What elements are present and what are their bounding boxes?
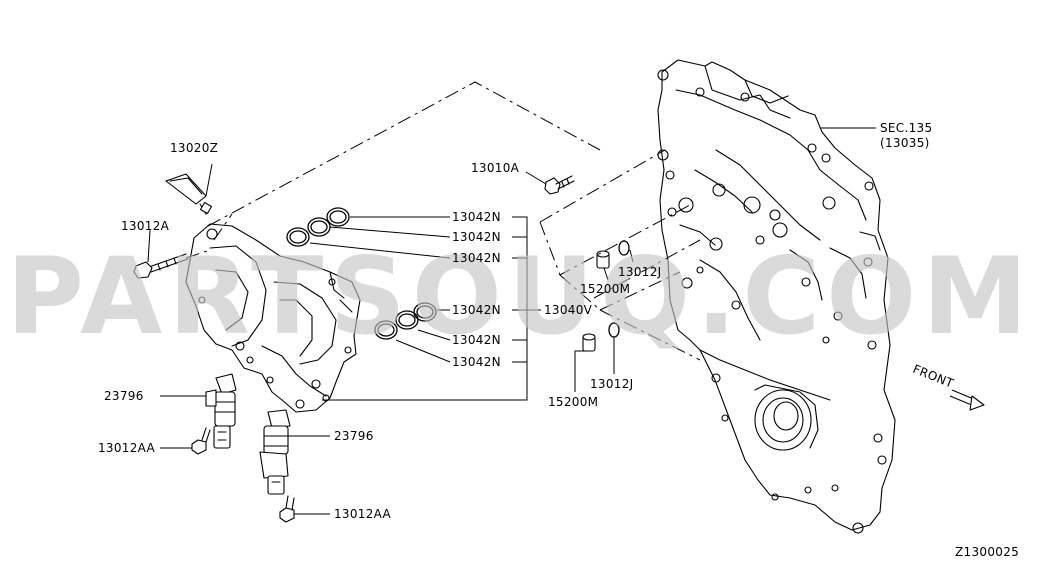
label-sec-135-sub: (13035) bbox=[880, 136, 930, 150]
assembly-lines bbox=[185, 81, 701, 361]
label-13042N-5: 13042N bbox=[452, 333, 501, 347]
diagram-code: Z1300025 bbox=[955, 545, 1019, 559]
label-23796-lower: 23796 bbox=[334, 429, 374, 443]
bolt-13012AA-lower bbox=[279, 495, 295, 523]
label-13042N-3: 13042N bbox=[452, 251, 501, 265]
label-13040V: 13040V bbox=[544, 303, 593, 317]
label-13042N-2: 13042N bbox=[452, 230, 501, 244]
label-13012AA-lower: 13012AA bbox=[334, 507, 392, 521]
o-rings-13042N bbox=[286, 207, 437, 340]
front-label: FRONT bbox=[911, 362, 956, 391]
watermark: PARTSOUQ.COM bbox=[6, 235, 1033, 358]
label-tag-13020Z bbox=[165, 173, 213, 215]
label-13042N-1: 13042N bbox=[452, 210, 501, 224]
timing-chain-cover bbox=[657, 59, 896, 534]
plugs-and-washers bbox=[582, 240, 630, 352]
label-13042N-6: 13042N bbox=[452, 355, 501, 369]
label-15200M-upper: 15200M bbox=[580, 282, 630, 296]
label-13012J-upper: 13012J bbox=[618, 265, 662, 279]
label-13020Z: 13020Z bbox=[170, 141, 218, 155]
bolt-13012AA-upper bbox=[191, 427, 211, 455]
solenoid-valve-upper bbox=[205, 373, 237, 449]
solenoid-valve-lower bbox=[259, 409, 291, 495]
label-13010A: 13010A bbox=[471, 161, 520, 175]
bolt-13010A bbox=[544, 175, 575, 195]
label-sec-135: SEC.135 bbox=[880, 121, 932, 135]
label-13012AA-upper: 13012AA bbox=[98, 441, 156, 455]
label-23796-upper: 23796 bbox=[104, 389, 144, 403]
label-13012A: 13012A bbox=[121, 219, 170, 233]
bolt-13012A bbox=[133, 253, 189, 279]
valve-timing-control-cover bbox=[185, 223, 361, 413]
leader-lines bbox=[147, 127, 876, 515]
front-arrow bbox=[949, 389, 985, 411]
label-15200M-lower: 15200M bbox=[548, 395, 598, 409]
label-13012J-lower: 13012J bbox=[590, 377, 634, 391]
label-13042N-4: 13042N bbox=[452, 303, 501, 317]
